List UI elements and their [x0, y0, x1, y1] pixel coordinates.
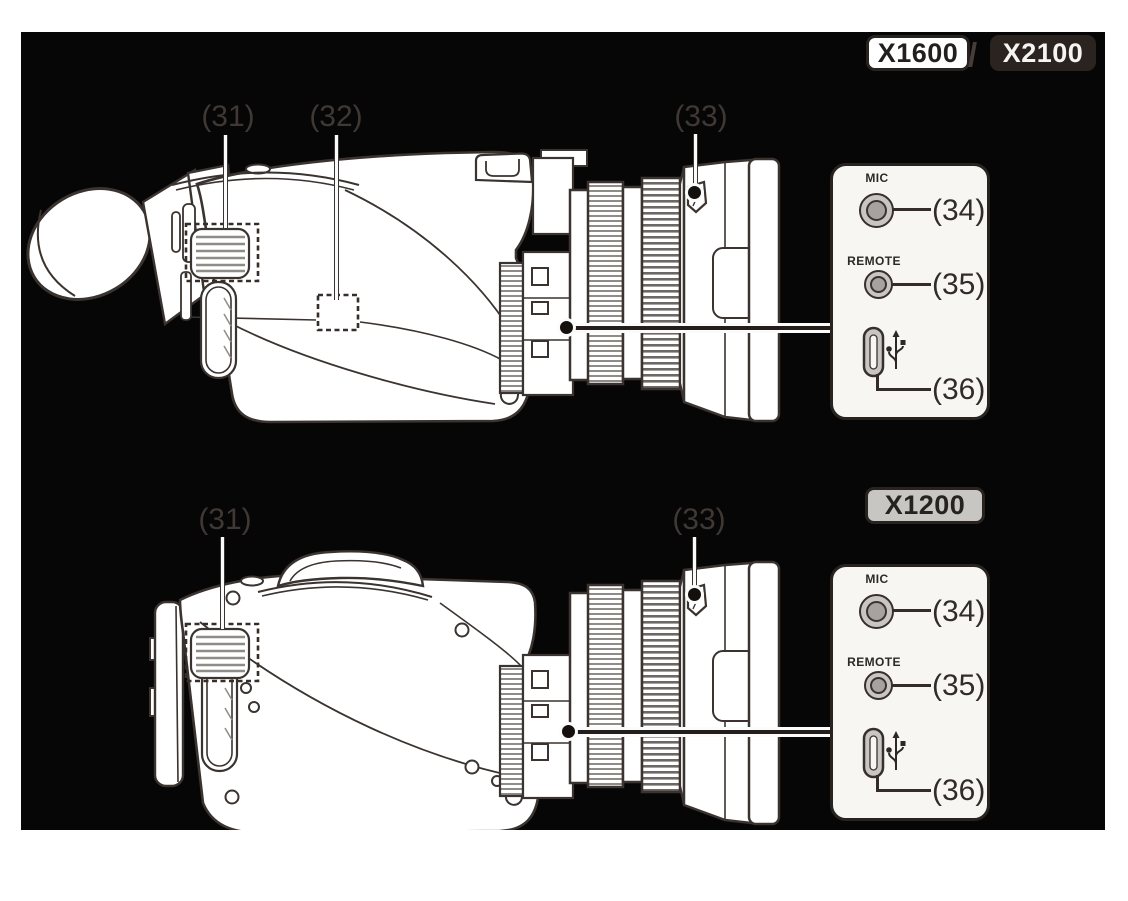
lead-36-horizontal: [876, 789, 931, 792]
leader-line-33-bottom: [692, 537, 697, 592]
camera-body: [195, 150, 535, 424]
usb-trident-icon: [862, 326, 906, 378]
callout-35: (35): [932, 669, 986, 702]
mic-jack-icon: [859, 594, 894, 629]
model-badge-x1600: X1600: [866, 35, 970, 71]
lead-36-vertical: [876, 374, 879, 391]
eyecup: [26, 187, 152, 301]
lead-35: [892, 283, 931, 286]
lead-34: [892, 208, 931, 211]
remote-jack-icon: [864, 270, 893, 299]
leader-line-terminals-top: [567, 323, 830, 333]
camera-illustration-x1200-side: [149, 550, 781, 830]
terminal-panel-bottom: MIC (34) REMOTE (35) (36): [830, 564, 990, 821]
remote-port-label: REMOTE: [847, 254, 901, 268]
leader-dot-33-top: [685, 183, 704, 202]
leader-dot-terminals-top: [557, 318, 576, 337]
badge-separator: /: [968, 36, 978, 73]
mic-jack-icon: [859, 193, 894, 228]
leader-line-31-bottom: [220, 537, 225, 629]
leader-dot-terminals-bottom: [559, 722, 578, 741]
lead-36-horizontal: [876, 388, 931, 391]
remote-port-label: REMOTE: [847, 655, 901, 669]
model-badge-x2100: X2100: [990, 35, 1096, 71]
mic-port-label: MIC: [865, 171, 889, 185]
leader-line-31-top: [223, 135, 228, 228]
callout-34: (34): [932, 595, 986, 628]
leader-line-32-top: [334, 135, 339, 300]
callout-36: (36): [932, 774, 986, 807]
callout-32-top: (32): [309, 100, 363, 133]
leader-line-33-top: [693, 134, 698, 191]
mic-port-label: MIC: [865, 572, 889, 586]
model-badge-x1200: X1200: [865, 487, 985, 524]
terminal-panel-top: MIC (34) REMOTE (35) (36): [830, 163, 990, 420]
remote-jack-icon: [864, 671, 893, 700]
callout-33-top: (33): [674, 100, 728, 133]
lead-35: [892, 684, 931, 687]
diagram-black-canvas: MIC (34) REMOTE (35) (36) MIC (34): [21, 32, 1105, 830]
callout-36: (36): [932, 373, 986, 406]
lead-36-vertical: [876, 775, 879, 792]
callout-34: (34): [932, 194, 986, 227]
leader-line-terminals-bottom: [569, 727, 830, 737]
leader-dot-33-bottom: [685, 585, 704, 604]
camera-illustration-x1600-x2100-side: [26, 149, 781, 424]
callout-31-top: (31): [201, 100, 255, 133]
callout-31-bottom: (31): [198, 503, 252, 536]
callout-33-bottom: (33): [672, 503, 726, 536]
callout-35: (35): [932, 268, 986, 301]
lead-34: [892, 609, 931, 612]
usb-trident-icon: [862, 727, 906, 779]
